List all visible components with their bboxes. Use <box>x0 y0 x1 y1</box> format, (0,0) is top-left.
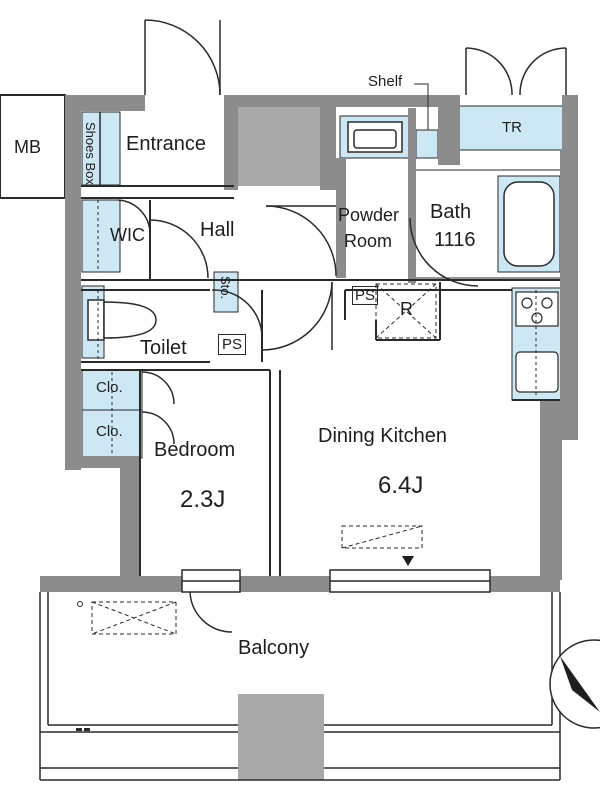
bathtub <box>503 181 555 267</box>
balcony-label: Balcony <box>238 637 310 659</box>
compass-icon <box>549 639 600 729</box>
toilet-label: Toilet <box>140 337 187 359</box>
ac-arrow-icon <box>402 556 414 566</box>
toilet-fixture <box>87 299 157 341</box>
sto-label: Sto. <box>218 276 233 300</box>
refrigerator-space <box>375 283 437 339</box>
closet-1-label: Clo. <box>96 379 123 396</box>
powder-room-line1: Powder <box>338 205 400 225</box>
bedroom-size: 2.3J <box>180 486 226 513</box>
ac-unit <box>341 525 423 549</box>
wic-area <box>81 199 121 273</box>
shoes-box-label: Shoes Box <box>83 122 98 185</box>
dining-kitchen-label: Dining Kitchen <box>318 425 447 447</box>
hall-label: Hall <box>200 219 235 241</box>
shoes-box-area <box>81 111 121 186</box>
refrigerator-label: R <box>400 299 413 319</box>
tr-area <box>455 105 575 151</box>
windows <box>181 569 491 593</box>
ps-toilet-label: PS <box>218 334 247 355</box>
stove <box>515 291 559 327</box>
drain-icon <box>77 601 83 607</box>
dining-kitchen-size: 6.4J <box>378 472 424 499</box>
kitchen-sink <box>515 351 559 393</box>
tr-doors <box>465 47 567 96</box>
shelf-leader <box>414 83 429 130</box>
dashed-hints <box>97 200 537 456</box>
interior-doors <box>99 112 479 633</box>
walls <box>40 95 578 592</box>
pillar-balcony <box>238 694 324 780</box>
shelf-label: Shelf <box>368 73 403 90</box>
bath-label: Bath <box>430 201 472 223</box>
bath-size-label: 1116 <box>434 229 476 251</box>
pillar-top <box>238 104 320 186</box>
balcony-dots <box>76 728 90 731</box>
powder-room-line2: Room <box>344 231 393 251</box>
balcony-outline <box>39 592 561 781</box>
entrance-door <box>144 19 221 96</box>
mb-label: MB <box>14 137 41 157</box>
entrance-label: Entrance <box>126 133 207 155</box>
outdoor-unit <box>91 601 177 635</box>
interior-walls <box>81 185 560 576</box>
bedroom-label: Bedroom <box>154 439 236 461</box>
powder-sink <box>347 121 403 153</box>
tr-label: TR <box>502 119 522 136</box>
closet-2-label: Clo. <box>96 423 123 440</box>
ps-kitchen-label: PS <box>352 286 379 305</box>
wic-label: WIC <box>110 225 145 245</box>
shelf-area <box>415 129 439 159</box>
